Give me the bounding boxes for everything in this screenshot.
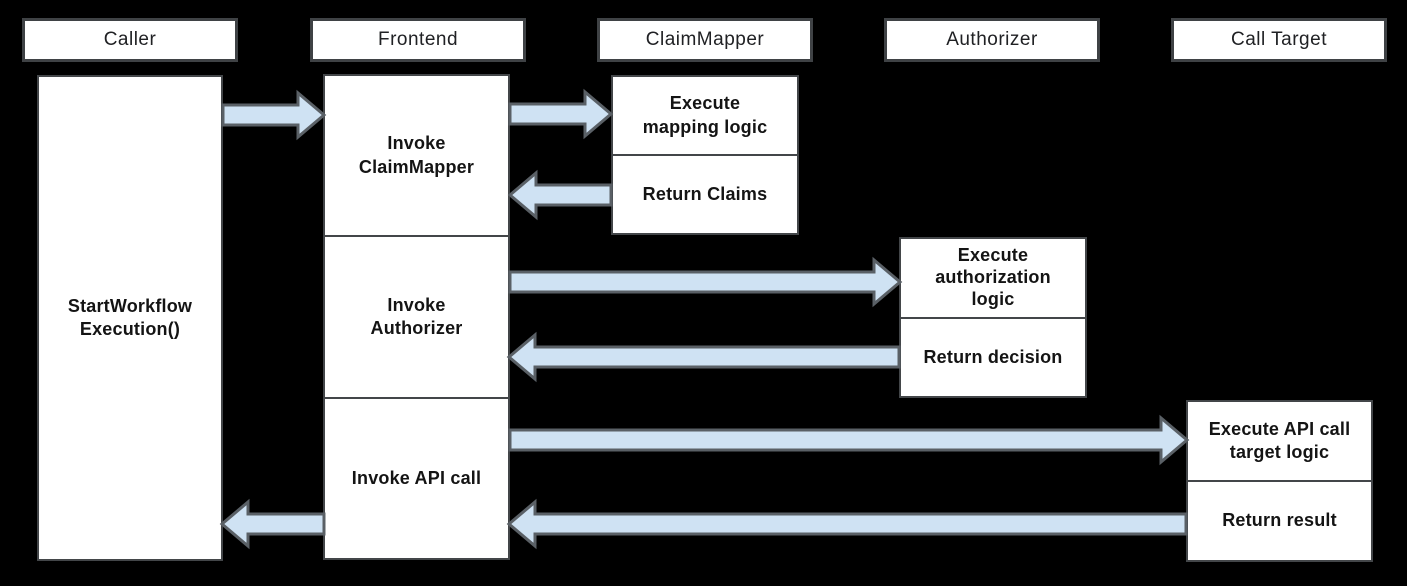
arrow-frontend-to-calltarget-icon — [508, 414, 1190, 466]
arrow-frontend-to-caller-icon — [219, 498, 326, 550]
lane-header-claimmapper: ClaimMapper — [597, 18, 813, 62]
claimmapper-activation-box: Execute mapping logic Return Claims — [611, 75, 799, 235]
caller-activation-box: StartWorkflow Execution() — [37, 75, 223, 561]
arrow-calltarget-to-frontend-icon — [506, 498, 1188, 550]
caller-activation-label: StartWorkflow Execution() — [67, 295, 193, 339]
lane-header-frontend: Frontend — [310, 18, 526, 62]
arrow-frontend-to-claimmapper-icon — [508, 88, 614, 140]
lane-header-authorizer-label: Authorizer — [946, 29, 1038, 50]
lane-header-call-target: Call Target — [1171, 18, 1387, 62]
claimmapper-step-return-claims: Return Claims — [642, 183, 768, 204]
authorizer-step-return-decision: Return decision — [923, 346, 1063, 367]
call-target-activation-box: Execute API call target logic Return res… — [1186, 400, 1373, 562]
arrow-authorizer-to-frontend-icon — [506, 331, 901, 383]
frontend-step-invoke-claimmapper: Invoke ClaimMapper — [325, 76, 508, 238]
frontend-activation-box: Invoke ClaimMapper Invoke Authorizer Inv… — [323, 74, 510, 560]
arrow-caller-to-frontend-icon — [221, 89, 327, 141]
arrow-frontend-to-authorizer-icon — [508, 256, 903, 308]
lane-header-authorizer: Authorizer — [884, 18, 1100, 62]
lane-header-claimmapper-label: ClaimMapper — [645, 29, 765, 50]
lane-header-call-target-label: Call Target — [1231, 29, 1327, 50]
lane-header-caller-label: Caller — [103, 29, 157, 50]
frontend-step-invoke-authorizer: Invoke Authorizer — [325, 237, 508, 399]
claimmapper-step-execute-mapping-logic: Execute mapping logic — [613, 77, 797, 156]
call-target-step-execute-api-call-target-logic: Execute API call target logic — [1188, 402, 1371, 482]
lane-header-frontend-label: Frontend — [377, 29, 459, 50]
call-target-step-return-result: Return result — [1222, 510, 1337, 531]
lane-header-caller: Caller — [22, 18, 238, 62]
frontend-step-invoke-api-call: Invoke API call — [351, 467, 482, 488]
authorizer-activation-box: Execute authorization logic Return decis… — [899, 237, 1087, 398]
authorizer-step-execute-authorization-logic: Execute authorization logic — [901, 239, 1085, 319]
arrow-claimmapper-to-frontend-icon — [507, 169, 613, 221]
